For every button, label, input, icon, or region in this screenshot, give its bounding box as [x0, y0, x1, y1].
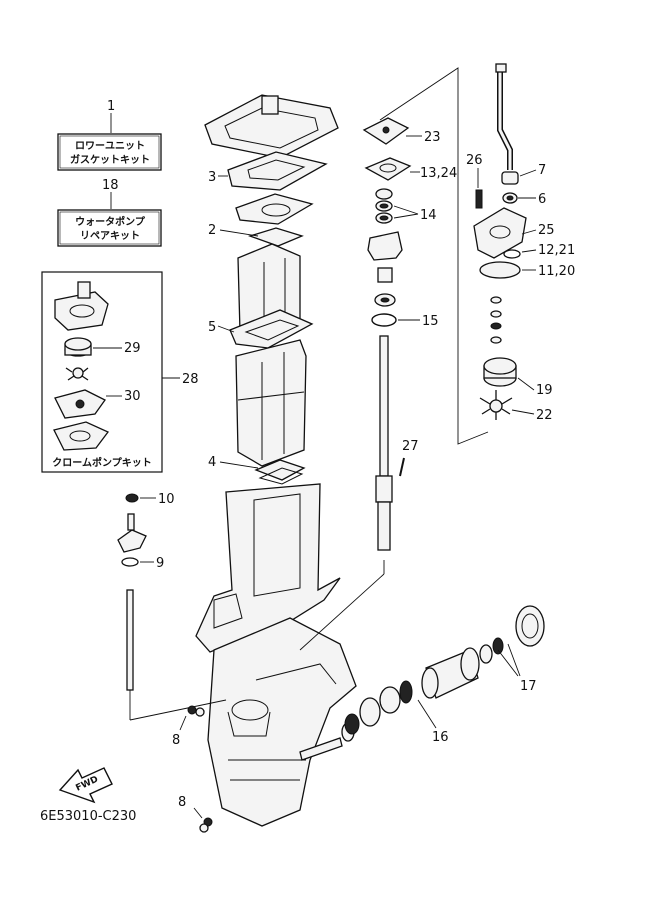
kit-box-water-pump: 18 ウォータポンプ リペアキット [57, 178, 162, 247]
gasket-11-20: 11,20 [479, 261, 575, 279]
o-ring-9: 9 [121, 556, 164, 571]
gasket-3: 3 [208, 151, 328, 191]
seal-housing [367, 231, 403, 307]
pump-housing-25: 25 [473, 207, 555, 259]
pump-cover-23: 23 [362, 117, 441, 145]
callout-18: 18 [102, 178, 119, 193]
callout-29: 29 [124, 341, 141, 356]
gasket-4: 4 [208, 455, 306, 485]
water-tube [495, 63, 513, 170]
callout-group-16: 16 [417, 699, 449, 745]
impeller-22: 22 [479, 390, 553, 423]
plate-gasket [53, 421, 110, 451]
outer-plate: 30 [54, 389, 141, 419]
kit-pump-line1: ウォータポンプ [75, 215, 146, 228]
fwd-arrow: FWD [58, 767, 113, 804]
gasket-2: 2 [208, 223, 304, 247]
callout-16: 16 [432, 730, 449, 745]
kit-gasket-line2: ガスケットキット [70, 153, 150, 166]
callout-13-24: 13,24 [420, 166, 457, 181]
callout-28: 28 [182, 372, 199, 387]
kit-pump-line2: リペアキット [80, 230, 140, 242]
callout-3: 3 [208, 170, 216, 185]
callout-15: 15 [422, 314, 439, 329]
seal-6: 6 [502, 192, 546, 207]
insert-cartridge-19: 19 [483, 357, 553, 398]
callout-22: 22 [536, 408, 553, 423]
callout-7: 7 [538, 163, 546, 178]
bolt-26: 26 [466, 153, 483, 209]
callout-group-17: 17 [497, 643, 537, 694]
kit-chrome-label: クロームポンプキット [52, 456, 151, 469]
drain-plug-lower: 8 [178, 795, 213, 833]
callout-10: 10 [158, 492, 175, 507]
pump-plate [235, 193, 314, 225]
impeller-small [65, 367, 89, 381]
callout-19: 19 [536, 383, 553, 398]
drive-shaft [299, 335, 393, 651]
kit-box-chrome-pump: 28 クロームポンプキット 29 30 [41, 271, 199, 473]
oil-seals-14: 14 [375, 188, 437, 224]
callout-2: 2 [208, 223, 216, 238]
callout-14: 14 [420, 208, 437, 223]
callout-4: 4 [208, 455, 216, 470]
shift-rod-bushing [117, 513, 147, 553]
callout-1: 1 [107, 99, 115, 114]
callout-12-21: 12,21 [538, 243, 575, 258]
prop-shaft-parts [344, 605, 545, 735]
seal-10: 10 [125, 492, 175, 507]
insert-cartridge: 29 [64, 337, 141, 357]
grommet-7: 7 [501, 163, 546, 185]
callout-8-upper: 8 [172, 733, 180, 748]
callout-11-20: 11,20 [538, 264, 575, 279]
callout-26: 26 [466, 153, 483, 168]
shift-rod [126, 589, 227, 721]
pump-group-bracket [379, 67, 489, 445]
gasket-13-24: 13,24 [364, 157, 457, 181]
callout-25: 25 [538, 223, 555, 238]
o-ring-15: 15 [371, 313, 439, 329]
pin-27: 27 [399, 439, 419, 477]
mid-housing [235, 339, 307, 467]
o-ring-12-21: 12,21 [503, 243, 575, 259]
drawing-code: 6E53010-C230 [40, 809, 136, 824]
pump-case-cover [204, 94, 339, 159]
callout-30: 30 [124, 389, 141, 404]
callout-5: 5 [208, 320, 216, 335]
callout-8-lower: 8 [178, 795, 186, 810]
lower-casing [195, 483, 357, 827]
pump-housing-small [54, 281, 109, 331]
pump-small-parts [490, 296, 502, 344]
callout-6: 6 [538, 192, 546, 207]
kit-gasket-line1: ロワーユニット [75, 140, 145, 152]
callout-17: 17 [520, 679, 537, 694]
gasket-5: 5 [208, 309, 314, 349]
drain-plug-upper: 8 [172, 705, 205, 748]
kit-box-gasket: 1 ロワーユニット ガスケットキット [57, 99, 162, 171]
callout-9: 9 [156, 556, 164, 571]
callout-23: 23 [424, 130, 441, 145]
callout-27: 27 [402, 439, 419, 454]
